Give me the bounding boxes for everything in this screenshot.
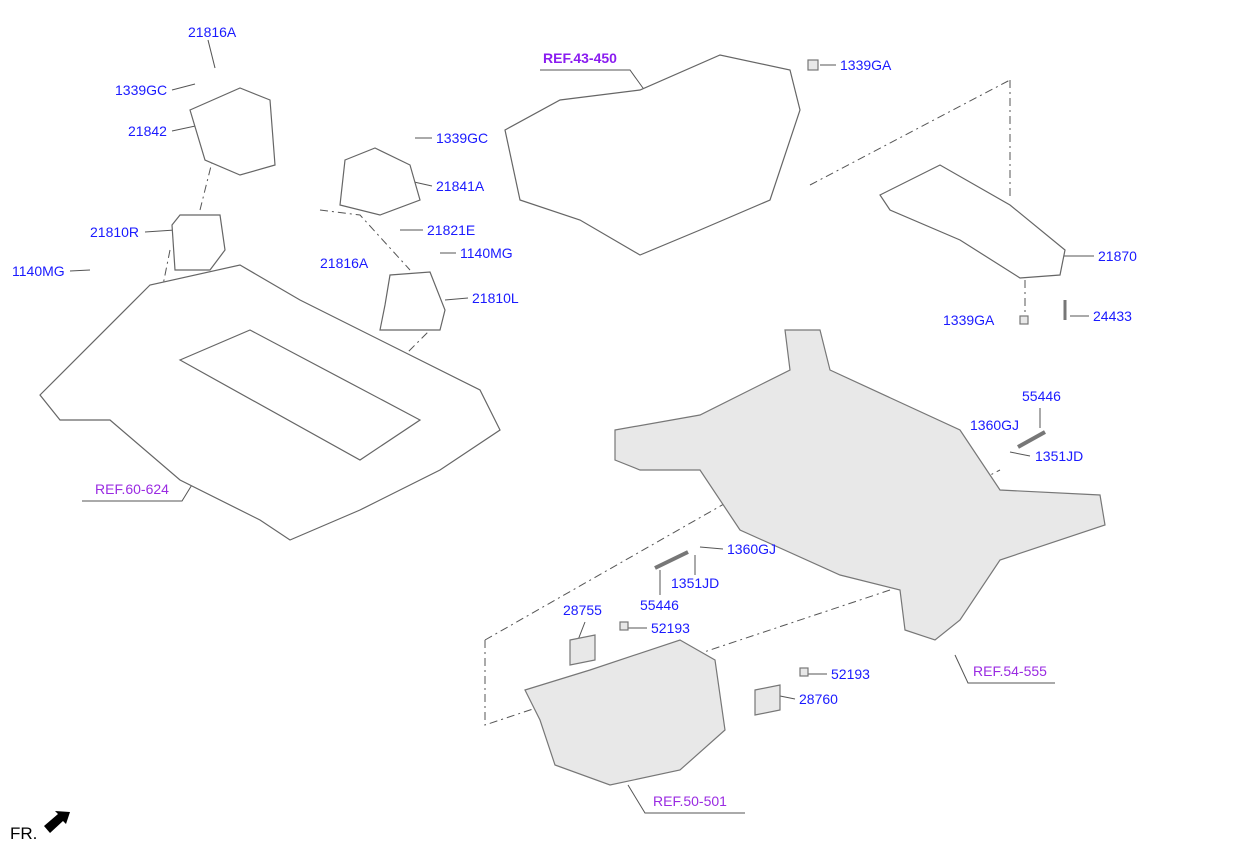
- reference-link-54-555[interactable]: REF.54-555: [973, 663, 1047, 679]
- front-subframe-opening: [178, 329, 422, 461]
- leader-line: [207, 39, 216, 69]
- reference-link-43-450[interactable]: REF.43-450: [543, 50, 617, 66]
- dashed-guide: [809, 79, 1011, 186]
- leader-line: [577, 621, 586, 641]
- part-label-21870[interactable]: 21870: [1098, 248, 1137, 264]
- engine-mount-21810R: [171, 214, 226, 271]
- reference-leader: [540, 69, 649, 96]
- nut-52193: [619, 621, 629, 631]
- part-label-24433[interactable]: 24433: [1093, 308, 1132, 324]
- part-label-21810l[interactable]: 21810L: [472, 290, 519, 306]
- engine-bracket-21842: [189, 87, 276, 176]
- dashed-guide: [319, 209, 411, 271]
- dashed-guide: [484, 589, 891, 726]
- nut-1339GA: [807, 59, 819, 71]
- part-label-1339ga[interactable]: 1339GA: [943, 312, 995, 328]
- part-label-1140mg[interactable]: 1140MG: [460, 245, 513, 261]
- part-label-21841a[interactable]: 21841A: [436, 178, 485, 194]
- reference-link-50-501[interactable]: REF.50-501: [653, 793, 727, 809]
- transmission: [504, 54, 801, 256]
- part-label-28760[interactable]: 28760: [799, 691, 838, 707]
- front-direction-label: FR.: [10, 824, 38, 843]
- part-label-1351jd[interactable]: 1351JD: [1035, 448, 1084, 464]
- leader-line: [69, 269, 91, 272]
- part-label-1360gj[interactable]: 1360GJ: [727, 541, 777, 557]
- engine-mount-21810L: [379, 271, 446, 331]
- bolt-55446: [654, 550, 689, 570]
- part-label-1140mg[interactable]: 1140MG: [12, 263, 65, 279]
- rear-subframe: [614, 329, 1106, 641]
- reference-leader: [627, 784, 745, 814]
- part-label-52193[interactable]: 52193: [831, 666, 870, 682]
- reference-link-60-624[interactable]: REF.60-624: [95, 481, 169, 497]
- part-label-21810r[interactable]: 21810R: [90, 224, 140, 240]
- leader-line: [699, 546, 724, 550]
- reference-leader: [954, 654, 1055, 684]
- part-label-1339ga[interactable]: 1339GA: [840, 57, 892, 73]
- leader-line: [171, 83, 196, 91]
- leader-line: [1009, 451, 1031, 457]
- rear-differential: [524, 639, 726, 786]
- engine-bracket-21841A: [339, 147, 421, 216]
- bracket-28755: [569, 634, 596, 666]
- part-label-55446[interactable]: 55446: [1022, 388, 1061, 404]
- transmission-mount-21870: [879, 164, 1066, 279]
- bolt-55446: [1017, 430, 1046, 449]
- part-label-1351jd[interactable]: 1351JD: [671, 575, 720, 591]
- part-label-52193[interactable]: 52193: [651, 620, 690, 636]
- bracket-28760: [754, 684, 781, 716]
- part-label-1339gc[interactable]: 1339GC: [436, 130, 489, 146]
- front-direction-arrow-icon: [44, 811, 70, 833]
- part-label-55446[interactable]: 55446: [640, 597, 679, 613]
- leader-line: [144, 229, 176, 233]
- part-label-28755[interactable]: 28755: [563, 602, 602, 618]
- dashed-guide: [199, 149, 216, 211]
- part-label-21842[interactable]: 21842: [128, 123, 167, 139]
- leader-line: [444, 297, 469, 301]
- nut-1339GA: [1019, 315, 1029, 325]
- part-label-21816a[interactable]: 21816A: [320, 255, 369, 271]
- part-label-1360gj[interactable]: 1360GJ: [970, 417, 1020, 433]
- part-label-1339gc[interactable]: 1339GC: [115, 82, 168, 98]
- part-label-21821e[interactable]: 21821E: [427, 222, 476, 238]
- nut-52193: [799, 667, 809, 677]
- part-label-21816a[interactable]: 21816A: [188, 24, 237, 40]
